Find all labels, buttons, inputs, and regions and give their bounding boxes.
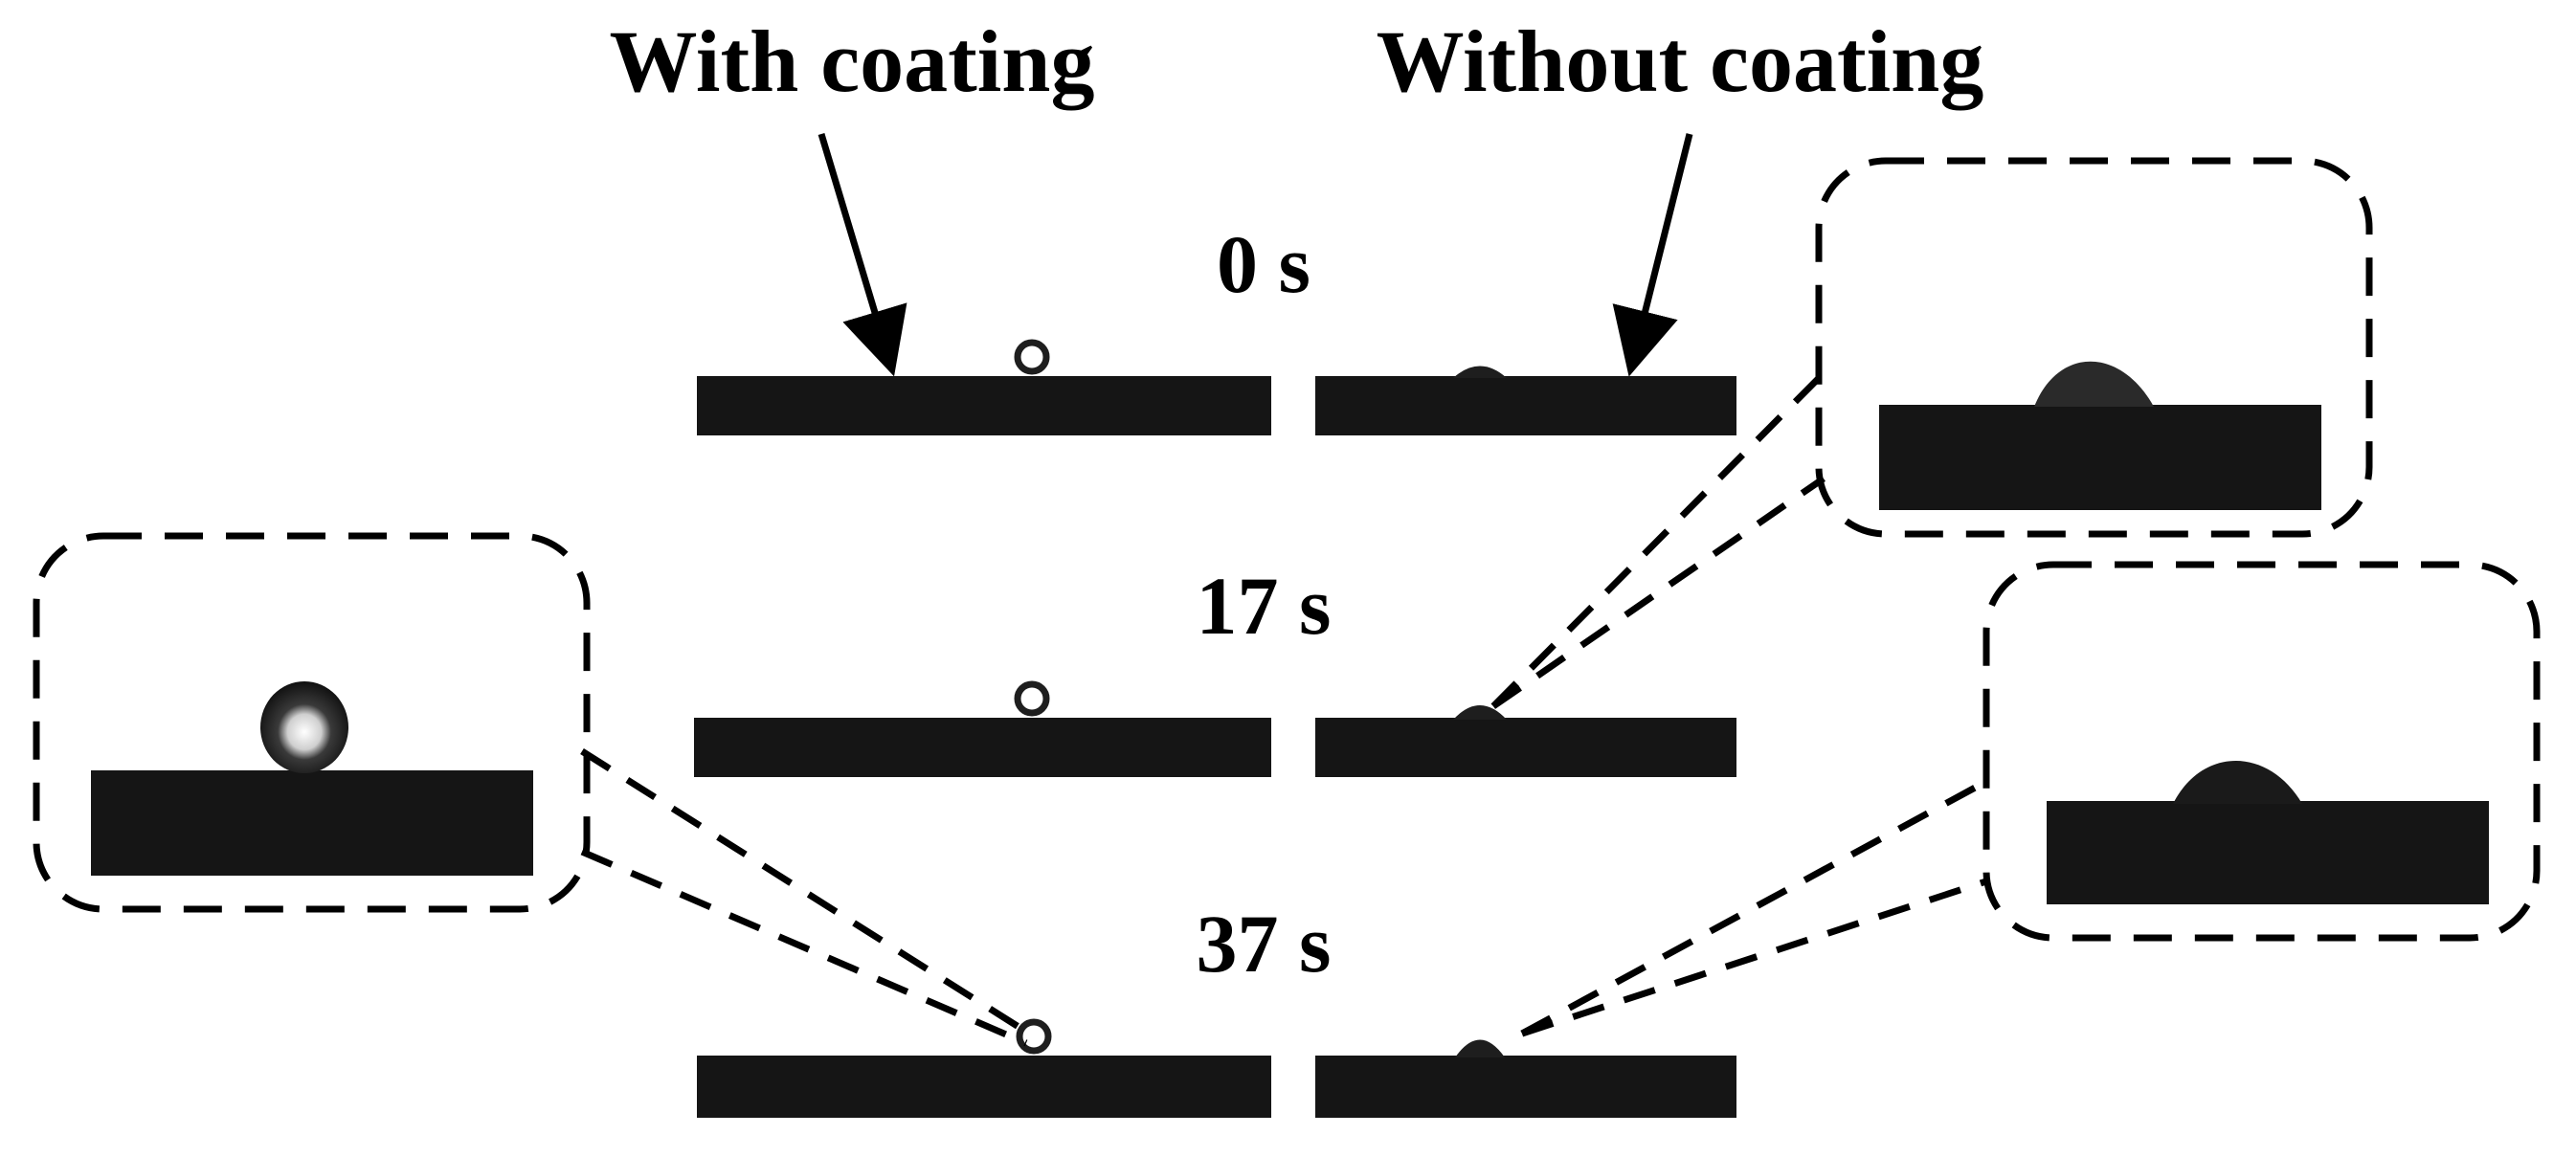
inset-right — [1982, 561, 2541, 942]
substrate-without-coating-37s — [1315, 1056, 1736, 1118]
inset-right-droplet — [2173, 761, 2302, 804]
time-label-0s: 0 s — [1217, 218, 1310, 310]
time-label-37s: 37 s — [1197, 898, 1332, 990]
droplet-with-coating-37s — [1016, 1018, 1052, 1055]
without-coating-arrow — [1612, 133, 1693, 377]
time-label-17s: 17 s — [1197, 560, 1332, 652]
substrate-without-coating-0s — [1315, 376, 1736, 435]
substrate-with-coating-17s — [694, 718, 1271, 777]
substrate-with-coating-0s — [697, 376, 1271, 435]
leader-left-a — [580, 748, 1028, 1035]
droplet-without-coating-17s — [1453, 705, 1507, 720]
droplet-with-coating-0s — [1014, 339, 1050, 375]
substrate-with-coating-37s — [697, 1056, 1271, 1118]
inset-left-frame — [33, 532, 591, 913]
row-0s — [697, 339, 1736, 435]
inset-top-right — [1815, 157, 2373, 538]
without-coating-label: Without coating — [1377, 12, 1984, 110]
inset-left-droplet — [260, 681, 348, 773]
inset-top-right-substrate — [1879, 405, 2321, 510]
row-37s — [697, 1018, 1736, 1118]
inset-top-right-droplet — [2034, 361, 2154, 407]
leader-top-right-b — [1491, 476, 1826, 709]
substrate-without-coating-17s — [1315, 718, 1736, 777]
leader-top-right-a — [1490, 370, 1826, 709]
row-17s — [694, 680, 1736, 777]
leader-left-b — [580, 848, 1028, 1047]
droplet-with-coating-17s — [1014, 680, 1050, 717]
zoom-leaders — [580, 370, 1991, 1047]
with-coating-arrow — [818, 132, 907, 377]
inset-left — [33, 532, 591, 913]
leader-right-a — [1520, 776, 1991, 1037]
inset-right-frame — [1982, 561, 2541, 942]
inset-right-substrate — [2047, 801, 2489, 904]
inset-left-substrate — [91, 770, 533, 876]
with-coating-label: With coating — [610, 12, 1095, 110]
droplet-without-coating-0s — [1453, 366, 1507, 378]
leader-right-b — [1520, 877, 1991, 1037]
droplet-without-coating-37s — [1455, 1039, 1505, 1057]
inset-top-right-frame — [1815, 157, 2373, 538]
